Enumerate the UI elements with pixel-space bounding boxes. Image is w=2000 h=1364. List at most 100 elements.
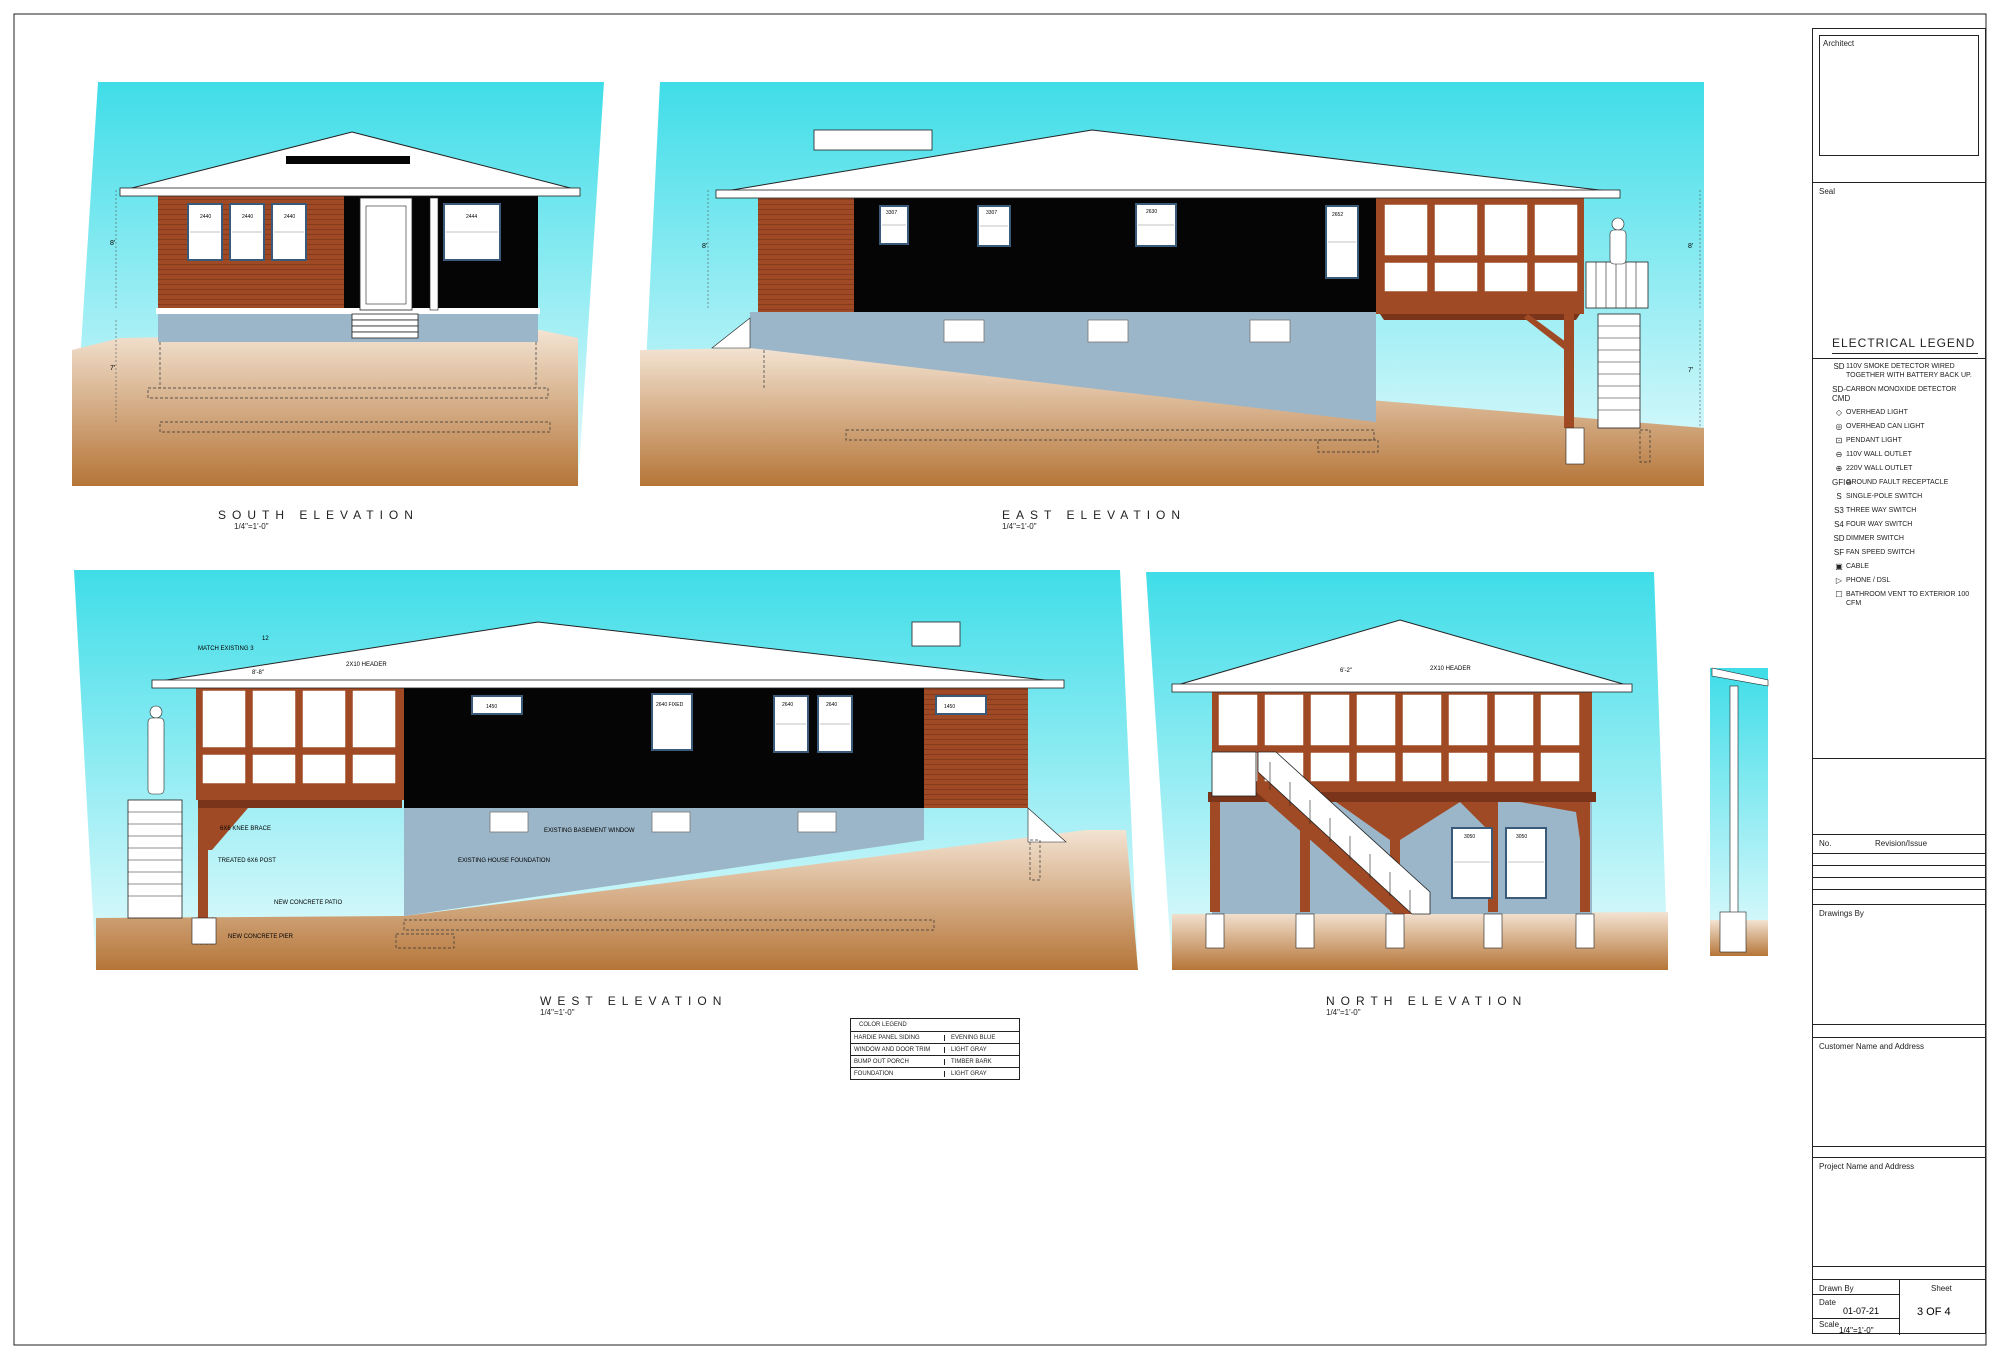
electrical-legend-label: FAN SPEED SWITCH: [1846, 549, 1915, 556]
west-note-slope: 12: [262, 636, 269, 642]
west-note-found: EXISTING HOUSE FOUNDATION: [458, 858, 550, 864]
north-elevation-scale: 1/4"=1'-0": [1326, 1008, 1361, 1017]
electrical-symbol-icon: S: [1836, 492, 1842, 501]
west-elevation-scale: 1/4"=1'-0": [540, 1008, 575, 1017]
sheet-label: Sheet: [1931, 1284, 1952, 1293]
east-window-label: 2630: [1146, 209, 1157, 215]
east-dim: 7': [1688, 367, 1693, 374]
electrical-symbol-icon: ☐: [1835, 590, 1843, 599]
south-elevation-scale: 1/4"=1'-0": [234, 522, 269, 531]
drawings-by-cell: Drawings By: [1813, 905, 1985, 1025]
west-note-patio: NEW CONCRETE PATIO: [274, 900, 342, 906]
electrical-symbol-icon: ◇: [1835, 408, 1843, 417]
revision-cell: No. Revision/Issue: [1813, 835, 1985, 905]
west-note-match: MATCH EXISTING 3: [198, 646, 254, 652]
seal-label: Seal: [1819, 187, 1836, 196]
seal-cell: Seal: [1813, 183, 1985, 359]
electrical-symbol-icon: SD: [1833, 362, 1845, 371]
scale-value: 1/4"=1'-0": [1839, 1326, 1874, 1335]
electrical-legend-label: GROUND FAULT RECEPTACLE: [1846, 479, 1949, 486]
electrical-symbol-icon: S3: [1834, 506, 1844, 515]
electrical-symbol-icon: ⊕: [1835, 464, 1843, 473]
electrical-legend-label: 110V SMOKE DETECTOR WIRED TOGETHER WITH …: [1846, 363, 1972, 379]
electrical-legend-item: ▣CABLE: [1832, 562, 1978, 571]
south-window-label: 2444: [466, 214, 477, 220]
electrical-symbol-icon: ◎: [1835, 422, 1843, 431]
electrical-legend-item: ⊡PENDANT LIGHT: [1832, 436, 1978, 445]
electrical-legend-item: GFI⊖GROUND FAULT RECEPTACLE: [1832, 478, 1978, 487]
electrical-legend-item: ⊕220V WALL OUTLET: [1832, 464, 1978, 473]
west-note-header: 2X10 HEADER: [346, 662, 387, 668]
north-window-label: 3050: [1516, 834, 1527, 840]
electrical-legend-label: PENDANT LIGHT: [1846, 437, 1902, 444]
east-elevation-scale: 1/4"=1'-0": [1002, 522, 1037, 531]
electrical-legend-title: ELECTRICAL LEGEND: [1832, 336, 1978, 354]
drawn-by-label: Drawn By: [1819, 1284, 1854, 1293]
west-window-label: 1450: [486, 704, 497, 710]
south-dim: 8': [110, 240, 115, 247]
electrical-legend-label: BATHROOM VENT TO EXTERIOR 100 CFM: [1846, 591, 1970, 607]
electrical-legend-item: ⊖110V WALL OUTLET: [1832, 450, 1978, 459]
north-elevation: 3050 3050 6'-2" 2X10 HEADER: [1146, 572, 1668, 970]
blank-cell: [1813, 759, 1985, 835]
electrical-legend-label: SINGLE-POLE SWITCH: [1846, 493, 1923, 500]
south-window-label: 2440: [284, 214, 295, 220]
east-window-label: 3307: [886, 210, 897, 216]
electrical-legend-label: DIMMER SWITCH: [1846, 535, 1904, 542]
north-window-label: 3050: [1464, 834, 1475, 840]
electrical-symbol-icon: ▷: [1835, 576, 1843, 585]
south-elevation-title: SOUTH ELEVATION: [218, 508, 419, 522]
south-dim: 7': [110, 365, 115, 372]
west-note-post: TREATED 6X6 POST: [218, 858, 276, 864]
west-note-bwin: EXISTING BASEMENT WINDOW: [544, 828, 635, 834]
date-value: 01-07-21: [1843, 1306, 1880, 1316]
electrical-legend-label: CABLE: [1846, 563, 1869, 570]
east-elevation-title: EAST ELEVATION: [1002, 508, 1187, 522]
east-window-label: 2652: [1332, 212, 1343, 218]
electrical-legend-item: ◎OVERHEAD CAN LIGHT: [1832, 422, 1978, 431]
customer-cell: Customer Name and Address: [1813, 1037, 1985, 1147]
electrical-symbol-icon: SD: [1833, 534, 1845, 543]
customer-label: Customer Name and Address: [1819, 1042, 1924, 1051]
color-legend-title: COLOR LEGEND: [851, 1019, 1019, 1032]
electrical-symbol-icon: ⊖: [1835, 450, 1843, 459]
electrical-legend-label: THREE WAY SWITCH: [1846, 507, 1917, 514]
electrical-symbol-icon: S4: [1834, 520, 1844, 529]
west-note-width: 8'-8": [252, 670, 264, 676]
north-elevation-title: NORTH ELEVATION: [1326, 994, 1528, 1008]
electrical-legend-cell: [1813, 359, 1985, 759]
electrical-symbol-icon: SD-CMD: [1832, 385, 1851, 403]
electrical-symbol-icon: ▣: [1835, 562, 1843, 571]
west-window-label: 1450: [944, 704, 955, 710]
project-cell: Project Name and Address: [1813, 1157, 1985, 1267]
south-window-label: 2440: [242, 214, 253, 220]
electrical-symbol-icon: GFI⊖: [1832, 478, 1853, 487]
drawings-by-label: Drawings By: [1819, 909, 1864, 918]
electrical-legend-label: 110V WALL OUTLET: [1846, 451, 1912, 458]
architect-label: Architect: [1823, 39, 1855, 48]
north-note-header: 2X10 HEADER: [1430, 666, 1471, 672]
electrical-legend-label: PHONE / DSL: [1846, 577, 1891, 584]
electrical-legend-item: S SINGLE-POLE SWITCH: [1832, 492, 1978, 501]
east-dim: 8': [1688, 243, 1693, 250]
electrical-legend-label: FOUR WAY SWITCH: [1846, 521, 1913, 528]
sheet-border: [13, 13, 1987, 1346]
electrical-legend-item: ◇OVERHEAD LIGHT: [1832, 408, 1978, 417]
electrical-symbol-icon: ⊡: [1835, 436, 1843, 445]
title-block: Architect Seal No. Revision/Issue Drawin…: [1812, 28, 1986, 1335]
drawn-by-cell: Drawn By Sheet Date 01-07-21 Scale 1/4"=…: [1813, 1279, 1985, 1335]
electrical-legend-label: CARBON MONOXIDE DETECTOR: [1846, 386, 1957, 393]
west-note-pier: NEW CONCRETE PIER: [228, 934, 294, 940]
west-elevation: 1450 2640 FIXED 2640 2640 1450 MATCH EXI…: [74, 570, 1138, 970]
west-window-label: 2640: [826, 702, 837, 708]
electrical-legend-label: OVERHEAD CAN LIGHT: [1846, 423, 1925, 430]
west-elevation-title: WEST ELEVATION: [540, 994, 728, 1008]
